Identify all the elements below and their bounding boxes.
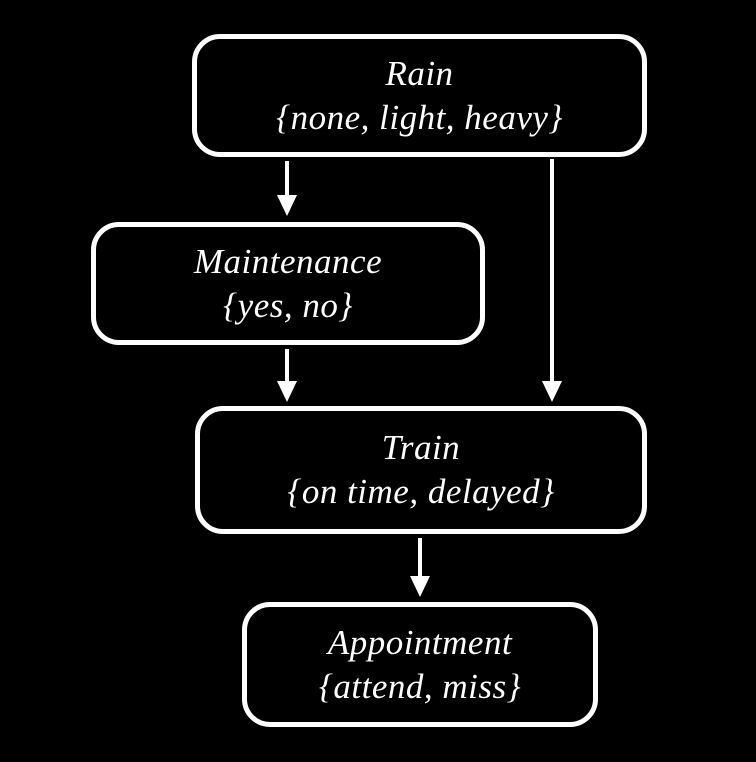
node-appointment: Appointment {attend, miss} [242,602,598,727]
node-rain-title: Rain [385,53,454,93]
node-maintenance-domain: {yes, no} [223,285,353,325]
node-train: Train {on time, delayed} [195,406,647,534]
node-appointment-domain: {attend, miss} [318,666,522,706]
edge-maintenance-train [277,349,297,402]
edge-rain-maintenance [277,161,297,216]
edge-train-appointment [410,538,430,597]
node-train-title: Train [381,428,461,467]
node-rain-domain: {none, light, heavy} [276,97,563,137]
edge-rain-train [542,159,562,402]
node-train-domain: {on time, delayed} [287,472,555,511]
node-maintenance: Maintenance {yes, no} [91,222,485,345]
node-appointment-title: Appointment [327,622,513,662]
node-maintenance-title: Maintenance [193,241,383,281]
node-rain: Rain {none, light, heavy} [192,34,647,157]
